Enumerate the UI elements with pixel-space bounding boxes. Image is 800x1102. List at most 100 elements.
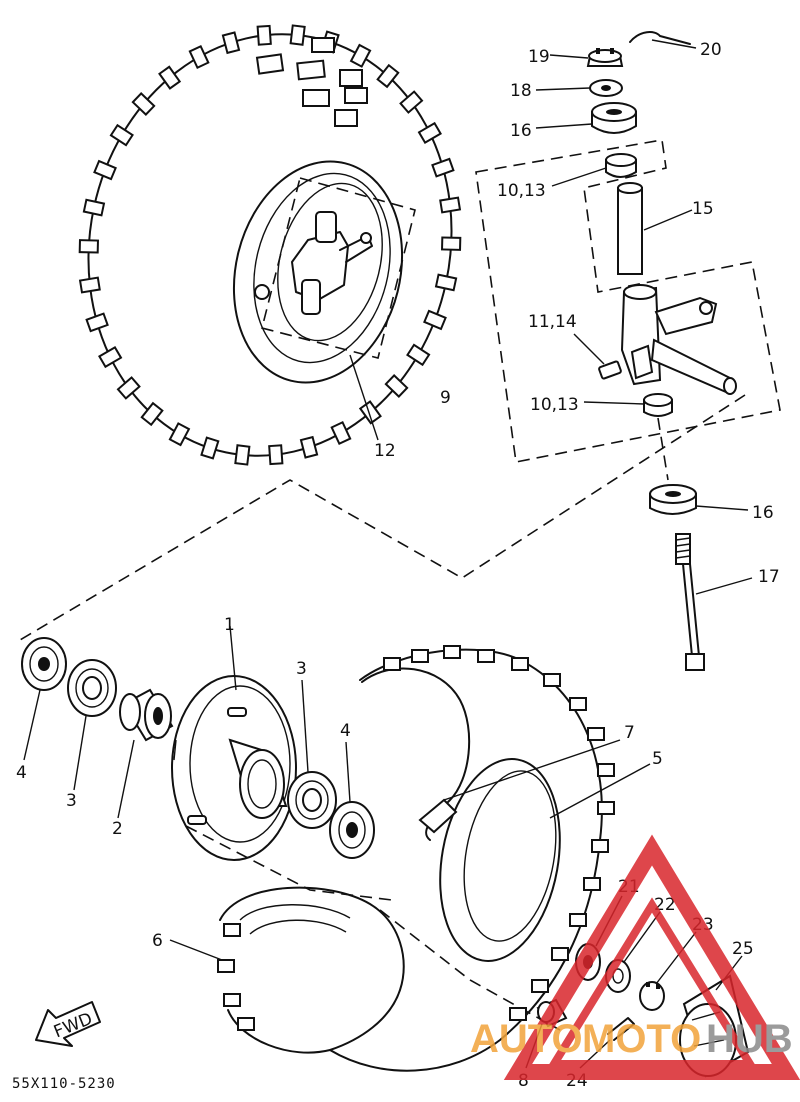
tread-lug	[330, 421, 352, 446]
lower-wheel-assembly	[169, 645, 651, 1072]
bearing-3-left	[67, 659, 117, 717]
knuckle-bolt-17	[675, 533, 705, 671]
hub-assembly	[21, 625, 393, 901]
cotter-pin-20	[629, 31, 691, 45]
cotter-pin-24	[607, 1017, 635, 1041]
callout-4-left: 4	[16, 763, 27, 783]
callout-18: 18	[510, 81, 532, 101]
callout-19: 19	[528, 47, 550, 67]
tread-lug	[78, 276, 101, 294]
tread-lug	[223, 923, 241, 937]
tread-lug	[223, 993, 241, 1007]
callout-4-right: 4	[340, 721, 351, 741]
oil-seal-4-left	[21, 637, 67, 691]
tread-lug	[443, 645, 461, 659]
tread-lug	[406, 343, 431, 367]
tread-lug	[383, 657, 401, 671]
diagram-code: 55X110-5230	[12, 1076, 116, 1092]
callout-25: 25	[732, 939, 754, 959]
tread-lug	[109, 123, 134, 147]
tread-lug	[569, 913, 587, 927]
tread-lug	[268, 444, 284, 466]
collar-15	[617, 182, 643, 275]
callout-11-14: 11,14	[528, 312, 577, 332]
tread-lug	[423, 309, 447, 331]
tread-lug	[384, 374, 409, 398]
tread-lug	[168, 422, 191, 447]
tread-lug	[551, 947, 569, 961]
upper-tire-assembly	[78, 24, 462, 466]
tread-lug	[200, 436, 220, 460]
tread-lug	[237, 1017, 255, 1031]
tread-lug	[431, 157, 455, 178]
tread-lug	[583, 877, 601, 891]
callout-1: 1	[224, 615, 235, 635]
callout-8: 8	[518, 1071, 529, 1091]
callout-2: 2	[112, 819, 123, 839]
tread-lug	[376, 63, 400, 89]
castle-nut-23	[639, 981, 665, 1011]
callout-15: 15	[692, 199, 714, 219]
callout-3-left: 3	[66, 791, 77, 811]
tread-lug	[411, 649, 429, 663]
tread-lug	[569, 697, 587, 711]
spacer-2	[119, 688, 174, 742]
tread-lug	[78, 239, 100, 254]
tread-lug	[597, 801, 615, 815]
tread-lug	[140, 401, 164, 427]
tread-lug	[234, 444, 251, 466]
bushing-10-13-lower	[643, 393, 673, 417]
callout-10-13-lower: 10,13	[530, 395, 579, 415]
tread-lug	[587, 727, 605, 741]
oil-seal-4-right	[329, 801, 375, 859]
tread-lug	[289, 24, 306, 46]
seal-16-upper	[591, 102, 637, 134]
callout-6: 6	[152, 931, 163, 951]
bushing-10-13-upper	[605, 153, 637, 178]
callout-12: 12	[374, 441, 396, 461]
valve-stem-7	[418, 798, 458, 834]
callout-20: 20	[700, 40, 722, 60]
tread-lug	[434, 273, 458, 292]
tread-lug	[531, 979, 549, 993]
callout-16-upper: 16	[510, 121, 532, 141]
lower-tread-lugs	[217, 645, 615, 1031]
automotohub-watermark: AUTO MOTO HUB	[470, 834, 800, 1080]
callout-16-lower: 16	[752, 503, 774, 523]
tread-lug	[349, 43, 372, 68]
tread-lug	[417, 121, 442, 145]
tread-lug	[188, 44, 210, 69]
steering-knuckle-9	[620, 284, 737, 395]
watermark-text-moto: MOTO	[582, 1017, 701, 1061]
callout-labels: 19 20 18 16 10,13 15 11,14 9 10,13 12 16…	[16, 40, 780, 1091]
fwd-arrow: FWD	[35, 1001, 101, 1047]
tread-lug	[511, 657, 529, 671]
washer-18	[589, 79, 623, 97]
grease-nipple-11-14	[573, 333, 622, 380]
fwd-label: FWD	[51, 1009, 95, 1042]
tread-lug	[358, 400, 382, 425]
tread-lug	[591, 839, 609, 853]
tread-lug	[477, 649, 495, 663]
callout-7: 7	[624, 723, 635, 743]
knuckle-exploded-group	[19, 31, 781, 671]
tread-lug	[256, 24, 272, 46]
tread-lug	[131, 92, 156, 116]
tread-lug	[299, 435, 319, 459]
tread-lug	[440, 236, 462, 251]
watermark-logo-triangle	[503, 834, 800, 1080]
callout-3-right: 3	[296, 659, 307, 679]
tread-lug	[158, 65, 182, 90]
watermark-text-hub: HUB	[706, 1017, 793, 1061]
tread-lug	[221, 31, 241, 55]
tread-lug	[509, 1007, 527, 1021]
tread-lug	[543, 673, 561, 687]
seal-16-lower	[649, 484, 697, 515]
wheel-hub-1	[171, 675, 297, 861]
bearing-3-right	[287, 771, 337, 829]
tread-lug	[597, 763, 615, 777]
callout-5: 5	[652, 749, 663, 769]
tread-lug	[116, 376, 141, 400]
